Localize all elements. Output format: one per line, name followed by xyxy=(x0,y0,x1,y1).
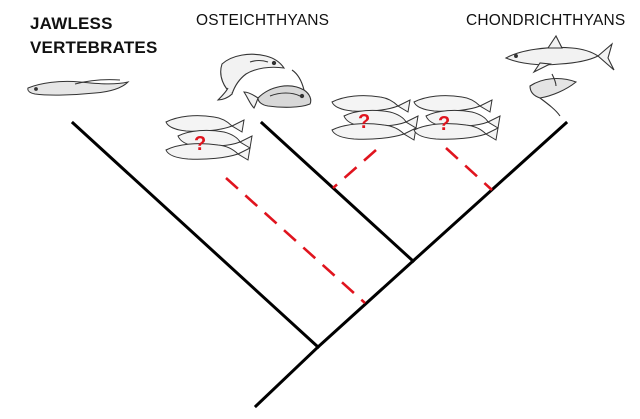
bony-fish-pair-icon xyxy=(216,53,312,109)
jawless-branch xyxy=(70,120,321,350)
uncertain-branches xyxy=(225,147,493,304)
tree-branches xyxy=(70,120,569,409)
question-mark-2: ? xyxy=(358,111,370,133)
jawless-label-line-1: JAWLESS xyxy=(30,14,113,33)
osteichthyans-label: OSTEICHTHYANS xyxy=(196,12,330,29)
uncertain-branch-2 xyxy=(332,149,377,189)
gnathostome-stem xyxy=(315,258,416,350)
shark-and-ray-icon xyxy=(504,34,615,117)
jawless-label-line-2: VERTEBRATES xyxy=(30,38,158,57)
placoderm-group-icon xyxy=(165,115,253,161)
placoderm-group-icon xyxy=(413,95,501,141)
question-mark-3: ? xyxy=(438,113,450,135)
uncertain-branch-1 xyxy=(225,177,366,304)
chondrichthyans-label: CHONDRICHTHYANS xyxy=(466,12,626,29)
placoderm-group-icon xyxy=(331,95,419,141)
jawless-vertebrates-label: JAWLESS VERTEBRATES xyxy=(30,12,158,60)
question-mark-1: ? xyxy=(194,133,206,155)
lamprey-icon xyxy=(27,79,130,96)
root-trunk xyxy=(253,344,321,409)
osteichthyan-branch xyxy=(259,120,416,264)
chondrichthyan-branch xyxy=(410,120,569,264)
uncertain-branch-3 xyxy=(445,147,493,191)
